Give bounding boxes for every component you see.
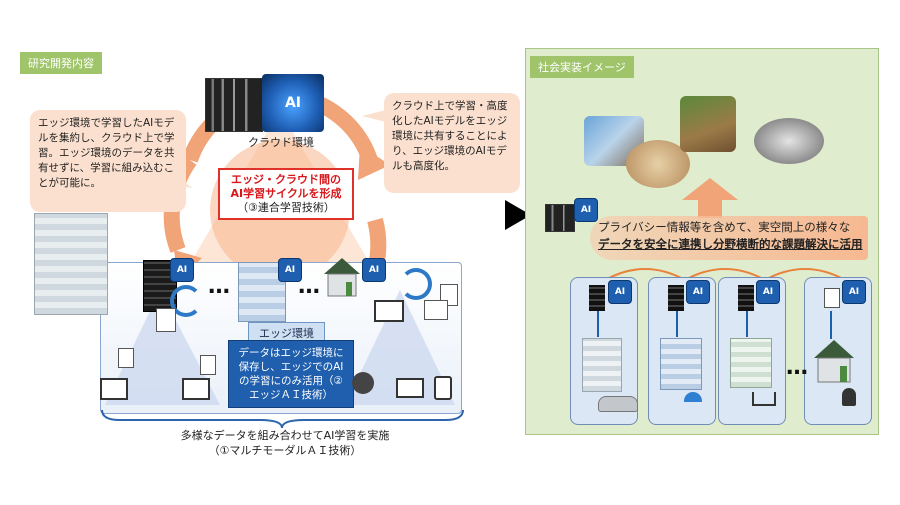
ai-badge-card1: AI	[608, 280, 632, 304]
person-icon	[842, 388, 856, 406]
document-icon-4	[200, 355, 216, 375]
desktop-computer-icon-2	[182, 378, 210, 400]
shopping-cart-icon	[752, 392, 776, 406]
brain-ai-label: AI	[284, 95, 302, 111]
office-building-card2-icon	[660, 338, 702, 390]
callout-right-text: クラウド上で学習・高度化したAIモデルをエッジ環境に共有することにより、エッジ環…	[392, 100, 508, 172]
cloud-label: クラウド環境	[248, 136, 314, 149]
bottom-caption-line1: 多様なデータを組み合わせてAI学習を実施	[180, 429, 390, 442]
dots-1: …	[208, 274, 232, 299]
left-panel: 研究開発内容	[20, 52, 500, 452]
umbrella-icon	[684, 392, 702, 402]
callout-right-tail	[362, 110, 386, 122]
callout-left-tail	[165, 170, 193, 188]
bottom-caption: 多様なデータを組み合わせてAI学習を実施 （①マルチモーダルＡＩ技術）	[170, 428, 400, 458]
server-rack-card1-icon	[589, 285, 605, 311]
brain-ai-icon: AI	[262, 74, 324, 132]
datacenter-small-icon	[545, 204, 575, 232]
server-rack-card3-icon	[738, 285, 754, 311]
sync-arrows-icon	[170, 285, 202, 317]
document-card4-icon	[824, 288, 840, 308]
edge-ai-box: データはエッジ環境に保存し、エッジでのAIの学習にのみ活用（②エッジＡＩ技術）	[228, 340, 354, 408]
desktop-computer-icon-right	[374, 300, 404, 322]
cycle-box: エッジ・クラウド間の AI学習サイクルを形成 （③連合学習技術）	[218, 168, 354, 220]
ai-badge-card2: AI	[686, 280, 710, 304]
center-arrow	[505, 200, 531, 230]
social-text-line1: プライバシー情報等を含めて、実空間上の様々な	[598, 220, 851, 234]
city-map-icon	[754, 118, 824, 164]
connection-arrows	[604, 268, 846, 281]
ai-badge-building: AI	[278, 258, 302, 282]
document-icon-3	[118, 348, 134, 368]
callout-left: エッジ環境で学習したAIモデルを集約し、クラウド上で学習。エッジ環境のデータを共…	[30, 110, 186, 212]
card1-link	[597, 311, 599, 337]
callout-left-text: エッジ環境で学習したAIモデルを集約し、クラウド上で学習。エッジ環境のデータを共…	[38, 117, 175, 189]
microphone-user-icon	[352, 372, 374, 394]
document-icon	[156, 308, 176, 332]
desktop-computer-icon-1	[100, 378, 128, 400]
ai-badge-server: AI	[170, 258, 194, 282]
dots-right: …	[786, 355, 810, 380]
left-panel-title: 研究開発内容	[20, 52, 102, 74]
damaged-house-icon	[626, 140, 690, 188]
social-text-line2: データを安全に連携し分野横断的な課題解決に活用	[598, 237, 863, 251]
ai-badge-card4: AI	[842, 280, 866, 304]
orange-band	[590, 216, 868, 260]
cycle-line1: エッジ・クラウド間の	[231, 173, 341, 186]
dots-2: …	[298, 274, 322, 299]
car-icon	[598, 396, 638, 412]
cycle-line3: （③連合学習技術）	[237, 201, 335, 214]
server-rack-card2-icon	[668, 285, 684, 311]
landslide-terrain-icon	[680, 96, 736, 152]
card2-link	[676, 311, 678, 337]
laptop-icon	[396, 378, 424, 398]
up-arrow	[682, 178, 738, 218]
sync-arrows-icon-2	[400, 268, 432, 300]
bottom-caption-line2: （①マルチモーダルＡＩ技術）	[208, 444, 362, 457]
ai-badge-house: AI	[362, 258, 386, 282]
edge-ai-box-text: データはエッジ環境に保存し、エッジでのAIの学習にのみ活用（②エッジＡＩ技術）	[238, 347, 344, 401]
cycle-line2: AI学習サイクルを形成	[230, 187, 342, 200]
cloud-datacenter-icon	[205, 78, 263, 132]
social-text: プライバシー情報等を含めて、実空間上の様々な データを安全に連携し分野横断的な課…	[598, 219, 868, 253]
edge-beams	[105, 290, 455, 405]
callout-right: クラウド上で学習・高度化したAIモデルをエッジ環境に共有することにより、エッジ環…	[384, 93, 520, 193]
edge-label: エッジ環境	[248, 322, 325, 344]
house-card4-icon	[814, 340, 854, 383]
right-panel-title: 社会実装イメージ	[530, 56, 634, 78]
tablet-icon	[434, 376, 452, 400]
bottom-bracket	[101, 409, 464, 429]
office-building-card3-icon	[730, 338, 772, 388]
card4-link	[830, 311, 832, 339]
ai-badge-card3: AI	[756, 280, 780, 304]
office-building-icon	[34, 213, 108, 315]
ai-badge-right-top: AI	[574, 198, 598, 222]
person-card-icon	[424, 300, 448, 320]
office-building-card1-icon	[582, 338, 622, 392]
house-icon	[324, 258, 360, 297]
card3-link	[746, 311, 748, 337]
